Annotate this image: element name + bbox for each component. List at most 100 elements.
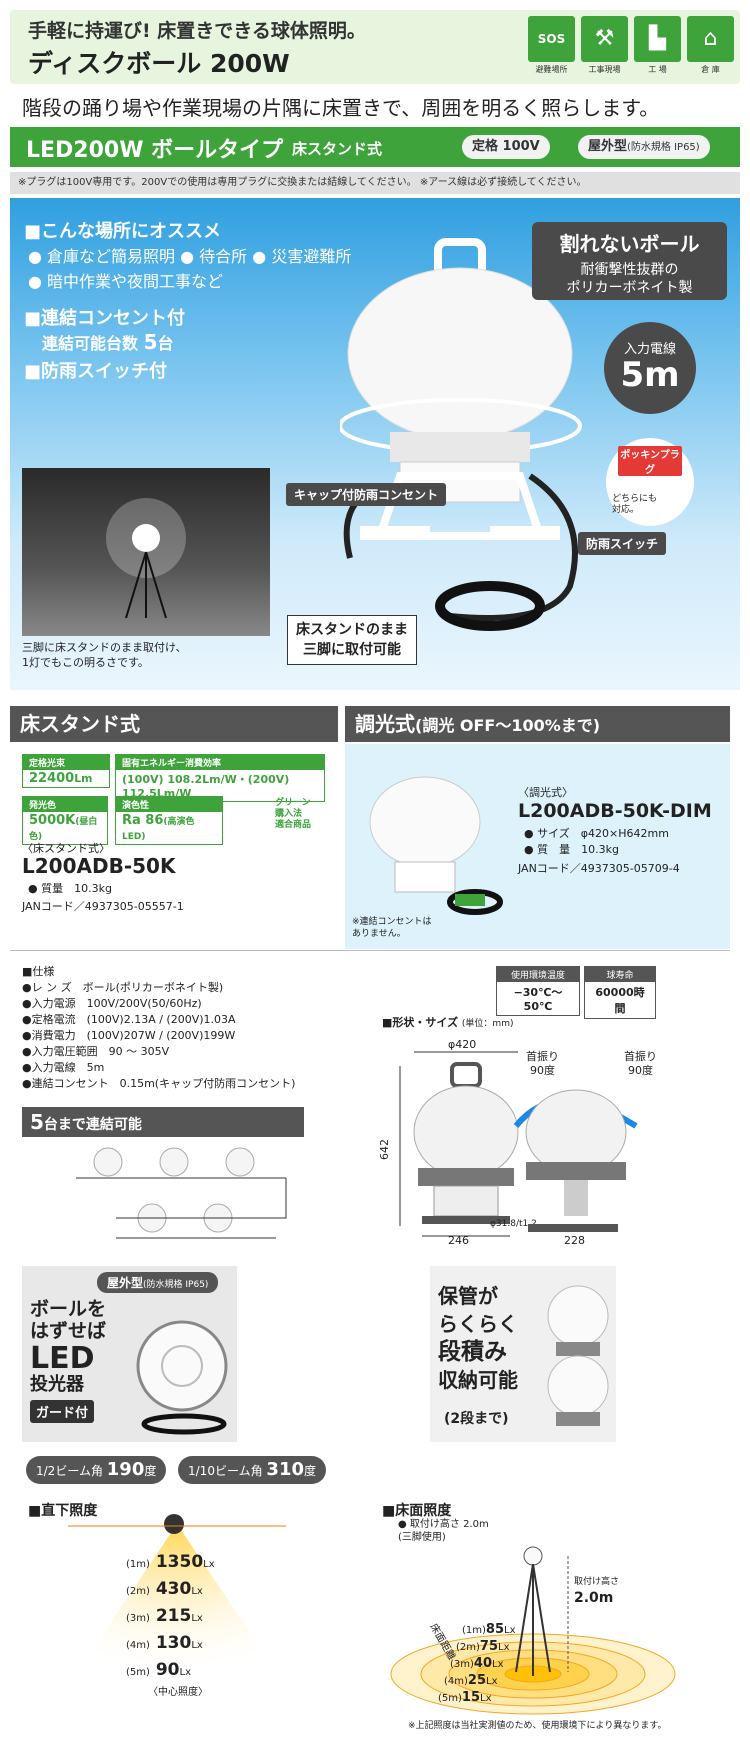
dim-note: ※連結コンセントはありません。 [352, 917, 432, 939]
plug-notice: ※プラグは100V専用です。200Vでの使用は専用プラグに交換または結線してくだ… [10, 172, 740, 194]
dim-specs: ● サイズ φ420×H642mm● 質 量 10.3kg [524, 827, 669, 856]
outdoor-pill: 屋外型(防水規格 IP65) [578, 135, 710, 159]
dim-width: φ420 [448, 1038, 476, 1051]
dim-model-label: 〈調光式〉 [518, 786, 573, 799]
floor-illum-row: (1m)85Lx [462, 1622, 516, 1637]
spec-row: ●入力電線 5m [22, 1061, 105, 1074]
dim-foot: 228 [564, 1234, 585, 1246]
dim-base: 246 [448, 1234, 469, 1246]
spec-row: ●連結コンセント 0.15m(キャップ付防雨コンセント) [22, 1077, 296, 1090]
dim-model-number: L200ADB-50K-DIM [518, 800, 712, 822]
center-illum-label: 〈中心照度〉 [148, 1687, 208, 1698]
outdoor-pill-2: 屋外型(防水規格 IP65) [97, 1272, 219, 1293]
stacking-limit: (2段まで) [444, 1411, 509, 1427]
spec-tag-efficiency: 固有エネルギー消費効率(100V) 108.2Lm/W・(200V) 112.5… [115, 754, 325, 802]
callout-tripod: 床スタンドのまま三脚に取付可能 [287, 615, 417, 665]
factory-icon: ▙ [634, 16, 681, 62]
link-diagram [76, 1147, 287, 1239]
spec-row: ●定格電流 (100V)2.13A / (200V)1.03A [22, 1013, 236, 1026]
outdoor-guard-badge: ガード付 [30, 1400, 95, 1423]
section-dim-title: 調光式(調光 OFF〜100%まで) [345, 706, 730, 742]
floor-model-number: L200ADB-50K [22, 854, 176, 878]
illum-row: (4m) 130Lx [126, 1633, 203, 1653]
section-floor-title: 床スタンド式 [10, 706, 338, 742]
floor-height-value: 2.0m [574, 1590, 613, 1606]
stacking-text: 保管がらくらく段積み収納可能 [438, 1284, 518, 1392]
floor-model-label: 〈床スタンド式〉 [22, 842, 110, 855]
stacked-lights-image [547, 1285, 609, 1426]
illum-row: (3m) 215Lx [126, 1606, 203, 1626]
spec-row: ●入力電圧範囲 90 〜 305V [22, 1045, 170, 1058]
recommend-bullets-1: ● 倉庫など簡易照明 ● 待合所 ● 災害避難所 [28, 247, 352, 266]
floor-illum-row: (5m)15Lx [438, 1690, 492, 1705]
worker-icon: ⚒ [581, 16, 628, 62]
voltage-pill: 定格 100V [462, 135, 550, 159]
sos-icon: SOS [528, 16, 575, 62]
spec-row: ●入力電源 100V/200V(50/60Hz) [22, 997, 202, 1010]
connector-heading: ■連結コンセント付 [24, 308, 186, 329]
recommend-heading: ■こんな場所にオススメ [24, 221, 222, 242]
title-main: LED200W ボールタイプ [26, 138, 284, 163]
dim-panel [345, 744, 730, 949]
svg-text:首振り: 首振り [526, 1049, 559, 1063]
dimension-drawing: φ420 642 246 φ31.8/t1.2 首振り 90度 首振り 90度 … [378, 1038, 657, 1246]
photo-caption: 三脚に床スタンドのまま取付け、1灯でもこの明るさです。 [22, 641, 187, 669]
warehouse-icon: ⌂ [687, 16, 734, 62]
title-sub: 床スタンド式 [292, 140, 383, 158]
illum-row: (1m) 1350Lx [126, 1552, 215, 1572]
connector-count: 連結可能台数 5台 [42, 330, 174, 354]
floor-illum-rings: 取付け高さ 2.0m 床面距離 [390, 1546, 676, 1715]
illum-footnote: ※上記照度は当社実測値のため、使用環境下により異なります。 [408, 1721, 667, 1731]
svg-text:取付け高さ: 取付け高さ [574, 1575, 619, 1587]
spec-section [10, 950, 730, 1322]
pictogram-warehouse: ⌂倉 庫 [687, 16, 734, 76]
dim-product-image [369, 776, 503, 915]
svg-text:首振り: 首振り [624, 1049, 657, 1063]
recommend-bullets-2: ● 暗中作業や夜間工事など [28, 272, 224, 291]
floor-illum-table: (1m)85Lx (2m)75Lx (3m)40Lx (4m)25Lx (5m)… [438, 1622, 516, 1707]
direct-illum-cone [68, 1514, 286, 1686]
direct-illum-title: ■直下照度 [28, 1503, 98, 1519]
illum-row: (2m) 430Lx [126, 1579, 203, 1599]
floor-illum-row: (4m)25Lx [444, 1673, 498, 1688]
pictogram-construction: ⚒工事現場 [581, 16, 628, 76]
svg-text:90度: 90度 [628, 1063, 653, 1077]
header-catch: 手軽に持運び! 床置きできる球体照明。 [28, 20, 366, 42]
outdoor-text-a: ボールをはずせば [30, 1298, 107, 1342]
stacking-panel: 保管がらくらく段積み収納可能 (2段まで) [430, 1266, 616, 1442]
green-purchase-mark: グリーン購入法適合商品 [275, 798, 312, 830]
callout-rain-switch: 防雨スイッチ [578, 532, 667, 555]
dim-jan: JANコード／4937305-05709-4 [518, 862, 680, 875]
pictogram-factory: ▙工 場 [634, 16, 681, 76]
illum-row: (5m) 90Lx [126, 1660, 191, 1680]
lead-text: 階段の踊り場や作業現場の片隅に床置きで、周囲を明るく照らします。 [22, 96, 660, 120]
floor-illum-conditions: ● 取付け高さ 2.0m(三脚使用) [398, 1519, 489, 1543]
floor-mass: ● 質量 10.3kg [28, 882, 112, 895]
rainproof-heading: ■防雨スイッチ付 [24, 361, 168, 382]
dim-pipe: φ31.8/t1.2 [490, 1219, 537, 1229]
title-bar: LED200W ボールタイプ 床スタンド式 定格 100V 屋外型(防水規格 I… [10, 127, 740, 167]
link-banner: 5台まで連結可能 [22, 1107, 304, 1137]
floor-illum-row: (2m)75Lx [456, 1639, 510, 1654]
floor-illum-row: (3m)40Lx [450, 1656, 504, 1671]
outdoor-panel: 屋外型(防水規格 IP65) ボールをはずせば LED 投光器 ガード付 [22, 1266, 237, 1442]
product-illustration [340, 238, 582, 631]
outdoor-text-led: LED [30, 1341, 95, 1376]
product-title: ディスクボール 200W [28, 49, 290, 78]
cord-length-badge: 入力電線 5m [604, 322, 696, 414]
shape-title: ■形状・サイズ (単位：mm) [382, 1016, 514, 1029]
env-temp-box: 使用環境温度−30℃〜50℃ [496, 966, 580, 1016]
spec-row: ●レ ン ズ ボール(ポリカーボネイト製) [22, 981, 224, 994]
callout-cap-outlet: キャップ付防雨コンセント [286, 483, 447, 506]
direct-illum-table: (1m) 1350Lx (2m) 430Lx (3m) 215Lx (4m) 1… [126, 1550, 215, 1685]
outdoor-text-flood: 投光器 [30, 1374, 84, 1395]
beam-half-pill: 1/2ビーム角 190度 [26, 1456, 167, 1484]
svg-text:90度: 90度 [530, 1063, 555, 1077]
pokkin-plug-badge: ポッキンプラグ どちらにも対応。 [606, 438, 694, 526]
